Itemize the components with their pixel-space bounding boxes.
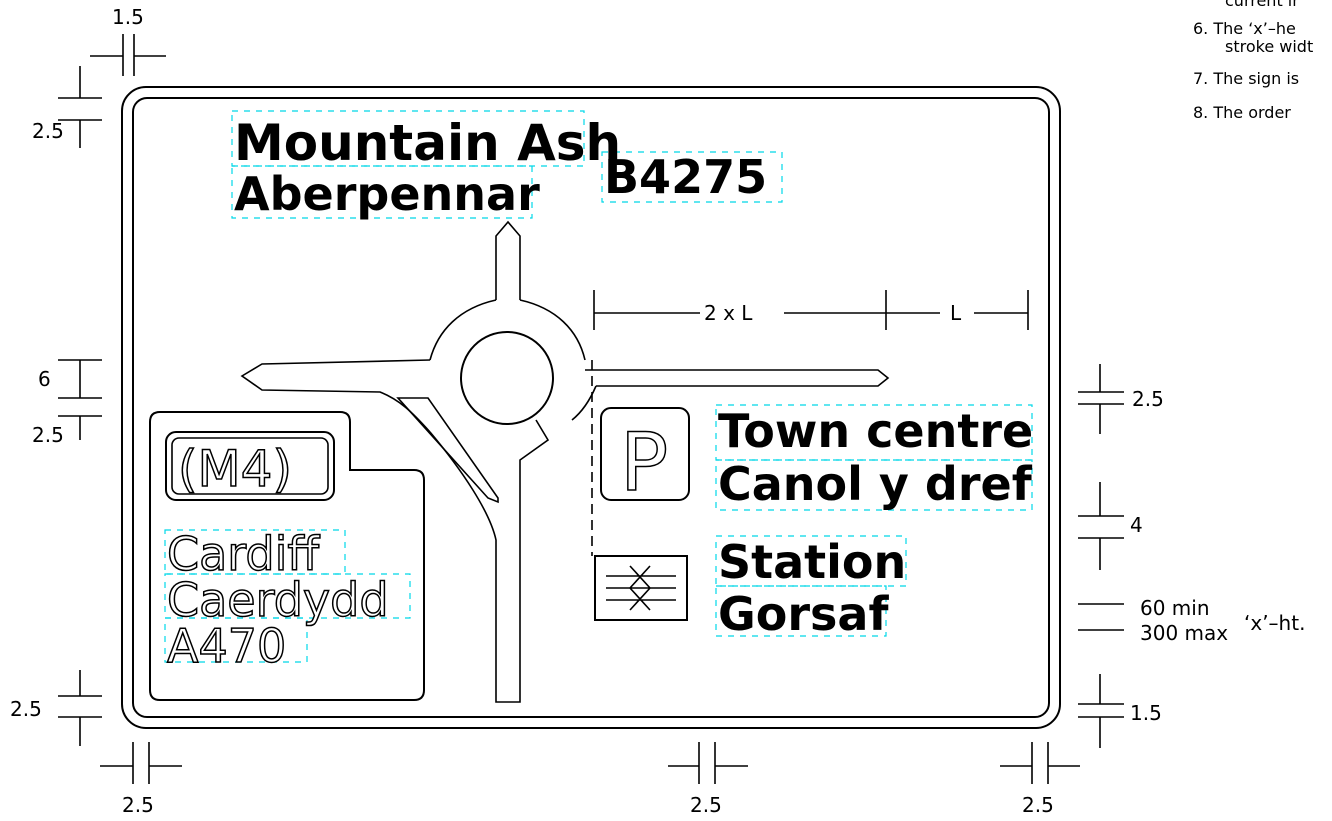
dim-arm-l: L xyxy=(950,301,962,325)
route-top: B4275 xyxy=(604,150,767,204)
dim-left-bottom: 2.5 xyxy=(10,697,42,721)
dim-bottom-mid: 2.5 xyxy=(690,793,722,817)
dim-left-top: 2.5 xyxy=(32,119,64,143)
note-8: 8. The order xyxy=(1193,103,1291,122)
note-6a: 6. The ‘x’–he xyxy=(1193,19,1296,38)
roundabout-diagram xyxy=(240,220,890,703)
note-current: current ir xyxy=(1225,0,1299,10)
dim-left-6: 6 xyxy=(38,367,51,391)
dim-right-15: 1.5 xyxy=(1130,701,1162,725)
rail-symbol-icon xyxy=(594,555,688,621)
dest-left-cy: Caerdydd xyxy=(167,573,389,627)
dest-right-cy: Canol y dref xyxy=(718,457,1033,511)
dim-xht-min: 60 min xyxy=(1140,596,1210,620)
dim-right: 2.5 4 60 min 300 max ‘x’–ht. 1.5 xyxy=(1078,364,1305,748)
dest-right2-cy: Gorsaf xyxy=(718,587,889,641)
dim-xht-max: 300 max xyxy=(1140,621,1228,645)
dim-bottom-right: 2.5 xyxy=(1022,793,1054,817)
tile-grid xyxy=(164,110,1033,663)
dim-bottom: 2.5 2.5 2.5 xyxy=(100,742,1080,817)
sign-outer-border xyxy=(121,86,1061,729)
dim-right-25: 2.5 xyxy=(1132,387,1164,411)
dest-right-en: Town centre xyxy=(718,404,1033,458)
dest-top-en: Mountain Ash xyxy=(234,114,621,172)
dim-bottom-left: 2.5 xyxy=(122,793,154,817)
dim-left: 2.5 6 2.5 2.5 xyxy=(10,66,102,746)
parking-panel xyxy=(600,407,690,501)
dim-arm: 2 x L L xyxy=(593,290,1029,330)
dim-right-4: 4 xyxy=(1130,513,1143,537)
dim-xht-label: ‘x’–ht. xyxy=(1244,611,1305,635)
dest-right2-en: Station xyxy=(718,535,906,589)
dim-left-25: 2.5 xyxy=(32,423,64,447)
route-left: A470 xyxy=(167,619,286,673)
route-m4: (M4) xyxy=(178,440,292,498)
dim-top-gap: 1.5 xyxy=(112,5,144,29)
dim-arm-2l: 2 x L xyxy=(704,301,753,325)
dest-left-en: Cardiff xyxy=(167,527,320,581)
dim-top: 1.5 xyxy=(90,5,166,76)
dest-top-cy: Aberpennar xyxy=(234,167,540,221)
left-panel xyxy=(149,411,425,701)
m4-patch xyxy=(165,431,335,501)
note-7: 7. The sign is xyxy=(1193,69,1299,88)
parking-symbol: P xyxy=(620,416,668,509)
sign-inner-border xyxy=(132,97,1050,718)
note-6b: stroke widt xyxy=(1225,37,1313,56)
